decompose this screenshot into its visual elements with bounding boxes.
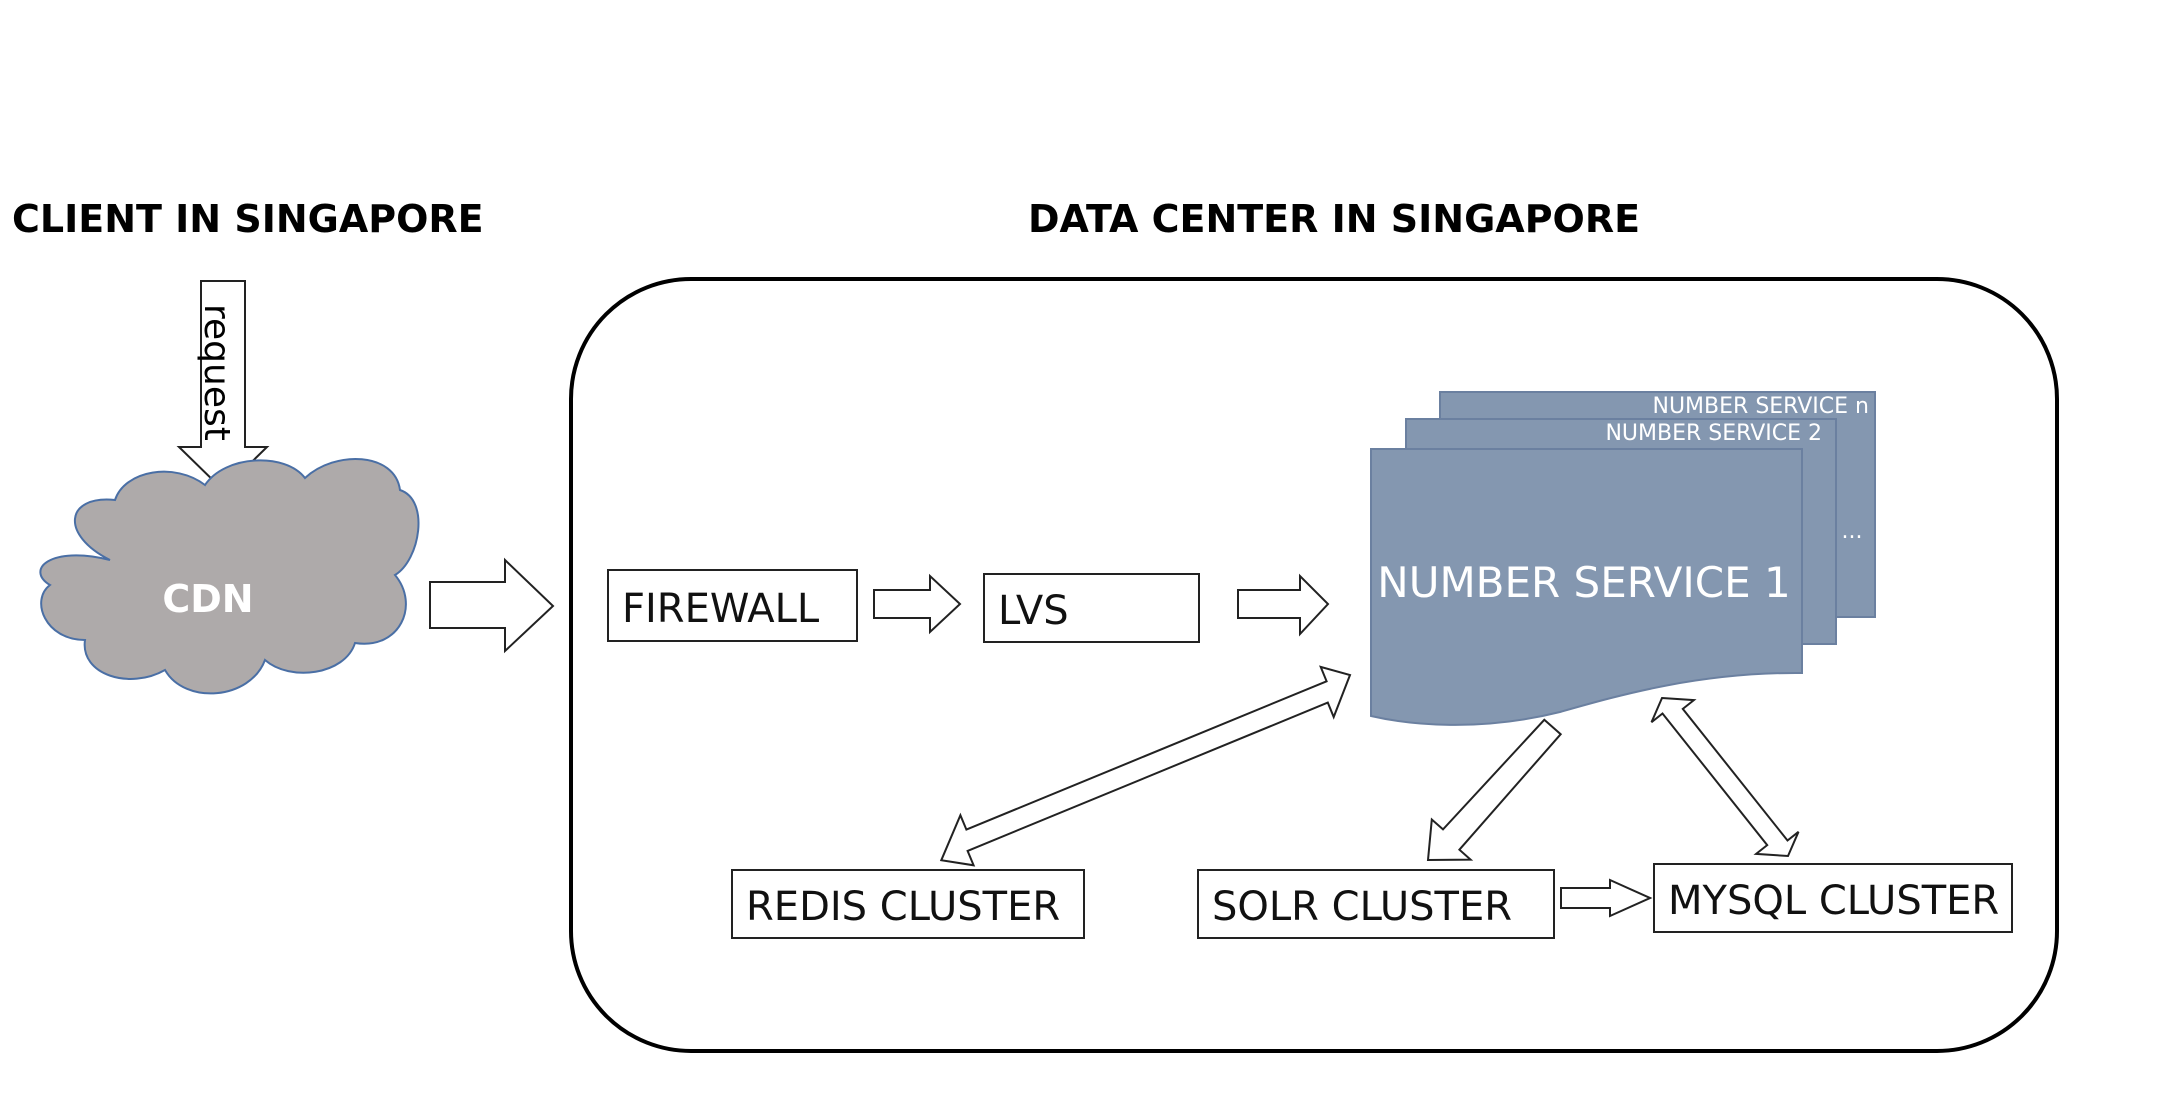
service-mysql-double-arrow [1650,696,1800,858]
lvs-label: LVS [998,588,1069,634]
service-to-solr-arrow [1426,718,1563,862]
number-service-1-card [1370,448,1803,726]
firewall-to-lvs-arrow [873,573,962,635]
solr-to-mysql-arrow [1560,878,1653,918]
solr-box [1197,869,1555,939]
mysql-box [1653,863,2013,933]
firewall-box [607,569,858,642]
request-label: request [196,304,237,441]
client-title: CLIENT IN SINGAPORE [12,197,484,241]
cdn-label: CDN [162,577,253,621]
cdn-to-firewall-arrow [429,557,555,654]
number-service-2-label: NUMBER SERVICE 2 [1605,421,1822,446]
redis-label: REDIS CLUSTER [746,884,1060,930]
firewall-label: FIREWALL [622,586,820,632]
lvs-box [983,573,1200,643]
number-service-ellipsis: ... [1842,519,1863,544]
number-service-1-label: NUMBER SERVICE 1 [1377,558,1790,607]
solr-label: SOLR CLUSTER [1212,884,1512,930]
redis-box [731,869,1085,939]
number-service-stack: NUMBER SERVICE n ... NUMBER SERVICE 2 NU… [1370,391,1876,726]
lvs-to-service-arrow [1237,573,1330,637]
cdn-cloud: CDN [39,458,420,695]
mysql-label: MYSQL CLUSTER [1668,878,1999,924]
redis-service-double-arrow [939,665,1352,867]
datacenter-title: DATA CENTER IN SINGAPORE [1028,197,1640,241]
cloud-shape [39,458,420,695]
number-service-n-label: NUMBER SERVICE n [1653,394,1870,419]
